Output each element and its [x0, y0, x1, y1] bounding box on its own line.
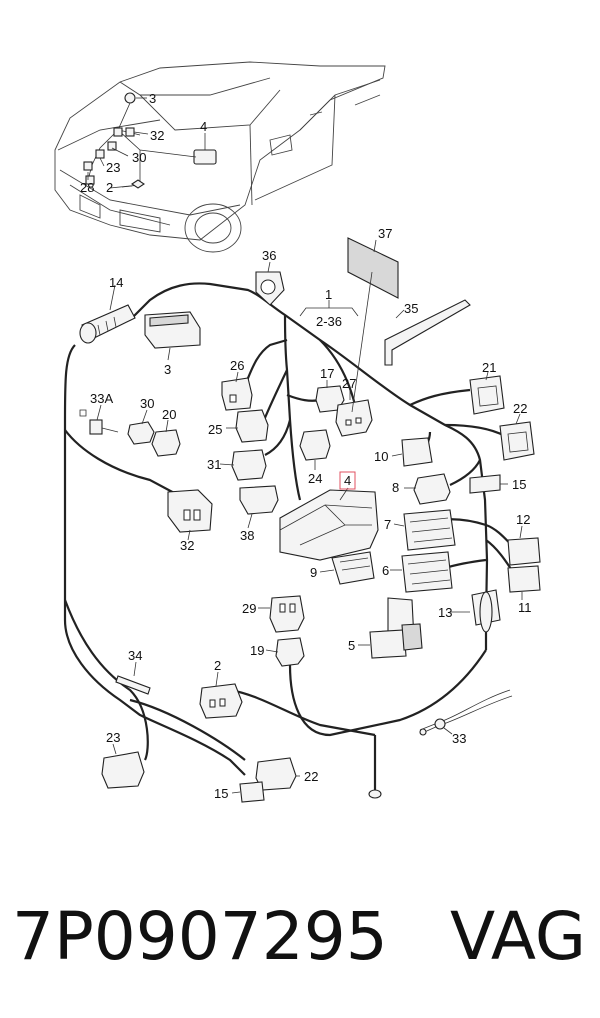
callout-20: 20 — [162, 407, 176, 422]
callout-31: 31 — [207, 457, 221, 472]
callout-24: 24 — [308, 471, 322, 486]
callout-32: 32 — [150, 128, 164, 143]
callout-2b: 2 — [214, 658, 221, 673]
callout-33: 33 — [452, 731, 466, 746]
wiring-harness-diagram: 3 4 32 30 23 28 2 37 36 1 2-36 35 14 3 2… — [54, 61, 541, 803]
callout-22: 22 — [513, 401, 527, 416]
callout-1: 1 — [325, 287, 332, 302]
callout-29: 29 — [242, 601, 256, 616]
callout-9: 9 — [310, 565, 317, 580]
callout-23b: 23 — [106, 730, 120, 745]
callout-3b: 3 — [164, 362, 171, 377]
callout-10: 10 — [374, 449, 388, 464]
callout-8: 8 — [392, 480, 399, 495]
callout-17: 17 — [320, 366, 334, 381]
footer: 7P0907295 VAG — [0, 882, 600, 992]
callout-30: 30 — [132, 150, 146, 165]
main-harness — [63, 282, 516, 790]
callout-30b: 30 — [140, 396, 154, 411]
callout-33A: 33A — [90, 391, 113, 406]
callout-11: 11 — [518, 600, 532, 615]
callout-37: 37 — [378, 226, 392, 241]
callout-15b: 15 — [214, 786, 228, 801]
callout-6: 6 — [382, 563, 389, 578]
callout-labels: 3 4 32 30 23 28 2 37 36 1 2-36 35 14 3 2… — [80, 91, 532, 801]
callout-5: 5 — [348, 638, 355, 653]
callout-22b: 22 — [304, 769, 318, 784]
callout-23: 23 — [106, 160, 120, 175]
part-number: 7P0907295 — [12, 898, 388, 975]
callout-38: 38 — [240, 528, 254, 543]
callout-34: 34 — [128, 648, 142, 663]
callout-25: 25 — [208, 422, 222, 437]
parts — [79, 237, 541, 803]
vehicle-outline — [54, 61, 386, 253]
callout-32b: 32 — [180, 538, 194, 553]
leader-lines — [96, 239, 523, 794]
callout-4-highlight — [339, 471, 356, 490]
callout-4: 4 — [200, 119, 207, 134]
brand-name: VAG — [449, 898, 586, 975]
callout-27: 27 — [342, 376, 356, 391]
callout-26: 26 — [230, 358, 244, 373]
callout-14: 14 — [109, 275, 123, 290]
callout-3: 3 — [149, 91, 156, 106]
callout-28: 28 — [80, 180, 94, 195]
callout-19: 19 — [250, 643, 264, 658]
callout-35: 35 — [404, 301, 418, 316]
callout-2: 2 — [106, 180, 113, 195]
callout-7: 7 — [384, 517, 391, 532]
callout-4b: 4 — [344, 473, 351, 488]
callout-2-36: 2-36 — [316, 314, 342, 329]
callout-12: 12 — [516, 512, 530, 527]
callout-21: 21 — [482, 360, 496, 375]
callout-15: 15 — [512, 477, 526, 492]
callout-36: 36 — [262, 248, 276, 263]
callout-13: 13 — [438, 605, 452, 620]
